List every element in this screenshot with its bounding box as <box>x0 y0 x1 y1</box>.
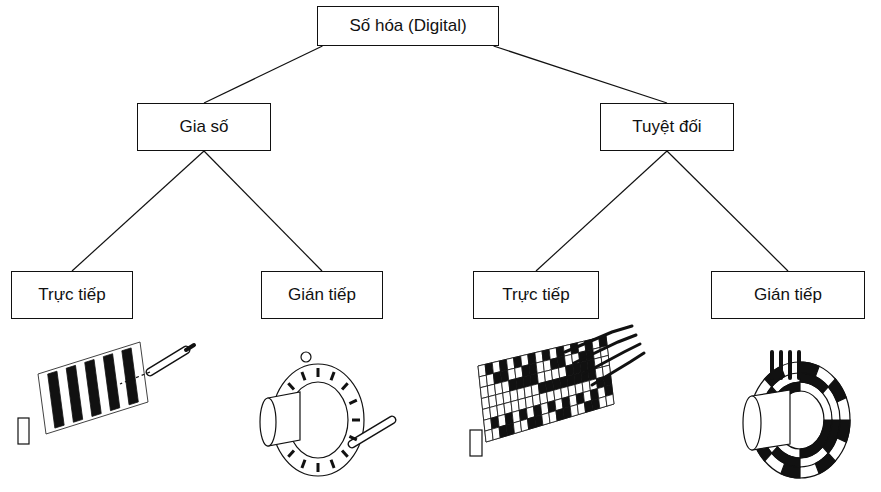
code-track <box>800 362 819 377</box>
tree-connector <box>536 151 667 271</box>
category-box: Gián tiếp <box>261 271 383 319</box>
box-label: Gián tiếp <box>754 285 822 305</box>
rotary-incremental-disc <box>260 352 392 476</box>
beam <box>120 372 150 384</box>
sensor <box>150 350 186 372</box>
scale-stripe <box>85 360 101 417</box>
category-box: Tuyệt đối <box>600 103 734 151</box>
code-track <box>837 420 850 442</box>
scale-stripe <box>122 348 138 405</box>
category-box: Gián tiếp <box>711 271 865 319</box>
disc-slot <box>342 450 348 456</box>
disc-slot <box>349 436 356 439</box>
sensor-wire <box>592 353 644 385</box>
code-cell <box>606 394 614 406</box>
box-label: Số hóa (Digital) <box>349 16 466 36</box>
disc-slot <box>331 460 334 468</box>
sensor-wire <box>779 352 783 378</box>
category-box: Gia số <box>137 103 271 151</box>
disc-slot <box>288 383 294 389</box>
sensor-wire <box>770 352 774 378</box>
box-label: Trực tiếp <box>502 285 569 305</box>
scale-stripe <box>103 354 119 411</box>
linear-absolute-scale <box>470 326 644 456</box>
box-label: Gián tiếp <box>288 285 356 305</box>
category-box: Trực tiếp <box>473 271 599 319</box>
disc-slot <box>317 463 320 472</box>
disc-slot <box>331 372 334 380</box>
category-box: Trực tiếp <box>11 271 133 319</box>
light-source <box>18 418 29 444</box>
tree-connector <box>204 46 322 103</box>
disc-slot <box>349 400 356 403</box>
code-track <box>781 463 800 478</box>
light-source <box>470 430 482 456</box>
rotary-absolute-disc <box>743 352 850 478</box>
category-box: Số hóa (Digital) <box>317 6 499 46</box>
box-label: Gia số <box>179 117 228 137</box>
disc-slot <box>342 383 348 389</box>
disc-slot <box>302 372 305 380</box>
tree-connector <box>667 151 788 271</box>
box-label: Trực tiếp <box>38 285 105 305</box>
tree-connector <box>72 151 204 271</box>
linear-incremental-scale <box>18 342 194 444</box>
sensor <box>352 420 392 444</box>
scale-stripe <box>48 371 64 428</box>
code-track <box>828 379 846 402</box>
sensor-wire <box>788 352 792 378</box>
code-track <box>815 453 835 473</box>
disc-slot <box>288 450 294 456</box>
scale-stripe <box>66 365 82 422</box>
disc-slot <box>352 419 360 422</box>
sensor-wire <box>583 344 640 374</box>
code-plate <box>478 336 614 442</box>
disc-slot <box>302 460 305 468</box>
emitter <box>301 352 311 362</box>
disc-slot <box>317 368 320 377</box>
tree-connector <box>204 151 322 271</box>
box-label: Tuyệt đối <box>632 117 701 137</box>
scale-plate <box>38 342 148 434</box>
tree-connector <box>494 46 667 103</box>
sensor-wire <box>797 352 801 378</box>
